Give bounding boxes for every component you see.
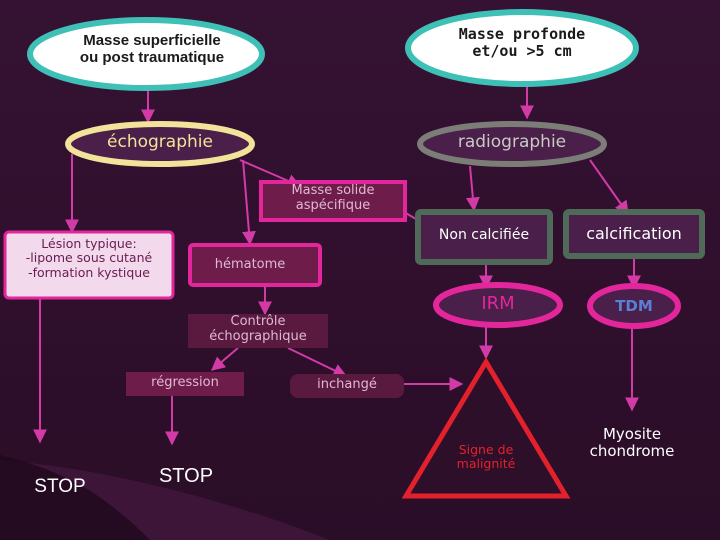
rect-unchanged [290, 374, 404, 398]
ellipse-echo [65, 121, 255, 167]
label-stop-center: STOP [158, 465, 214, 487]
arrow-echo-hematome [241, 159, 256, 246]
label-irm[interactable]: IRM [481, 293, 515, 314]
label-tdm[interactable]: TDM [615, 297, 653, 315]
rect-solid-inner [263, 184, 403, 218]
rect-calc [563, 209, 705, 259]
arrow-radio-calc [589, 159, 629, 216]
arrow-control-unchanged [287, 347, 348, 377]
ellipse-superficial [27, 17, 265, 91]
label-unchanged: inchangé [317, 377, 377, 392]
swoosh-dark [0, 455, 150, 540]
ellipse-deep [405, 9, 639, 87]
ellipse-irm [433, 282, 563, 328]
ellipse-tdm [587, 283, 681, 329]
arrow-control-regression [210, 347, 239, 371]
rect-noncalc [415, 209, 553, 265]
label-control: Contrôle échographique [209, 314, 307, 344]
label-malignancy: Signe de malignité [456, 442, 516, 472]
ellipse-radio [417, 121, 607, 167]
rect-typical [3, 230, 175, 300]
label-myositis: Myosite chondrome [589, 425, 675, 461]
rect-hematome [188, 243, 322, 287]
label-typical: Lésion typique: -lipome sous cutané -for… [25, 236, 153, 280]
label-deep: Masse profonde et/ou >5 cm [458, 25, 586, 61]
label-superficial: Masse superficielle ou post traumatique [79, 32, 225, 67]
label-echo[interactable]: échographie [107, 132, 213, 152]
label-solid: Masse solide aspécifique [291, 183, 375, 213]
label-radio[interactable]: radiographie [457, 132, 567, 152]
arrow-radio-noncalc [465, 165, 480, 212]
label-stop-left: STOP [34, 476, 86, 497]
label-noncalc: Non calcifiée [438, 227, 530, 243]
label-hematome: hématome [214, 257, 286, 272]
rect-control [188, 314, 328, 348]
triangle-malignancy [401, 357, 571, 499]
rect-regression [126, 372, 244, 396]
label-regression: régression [151, 375, 219, 390]
label-calc: calcification [586, 224, 682, 243]
